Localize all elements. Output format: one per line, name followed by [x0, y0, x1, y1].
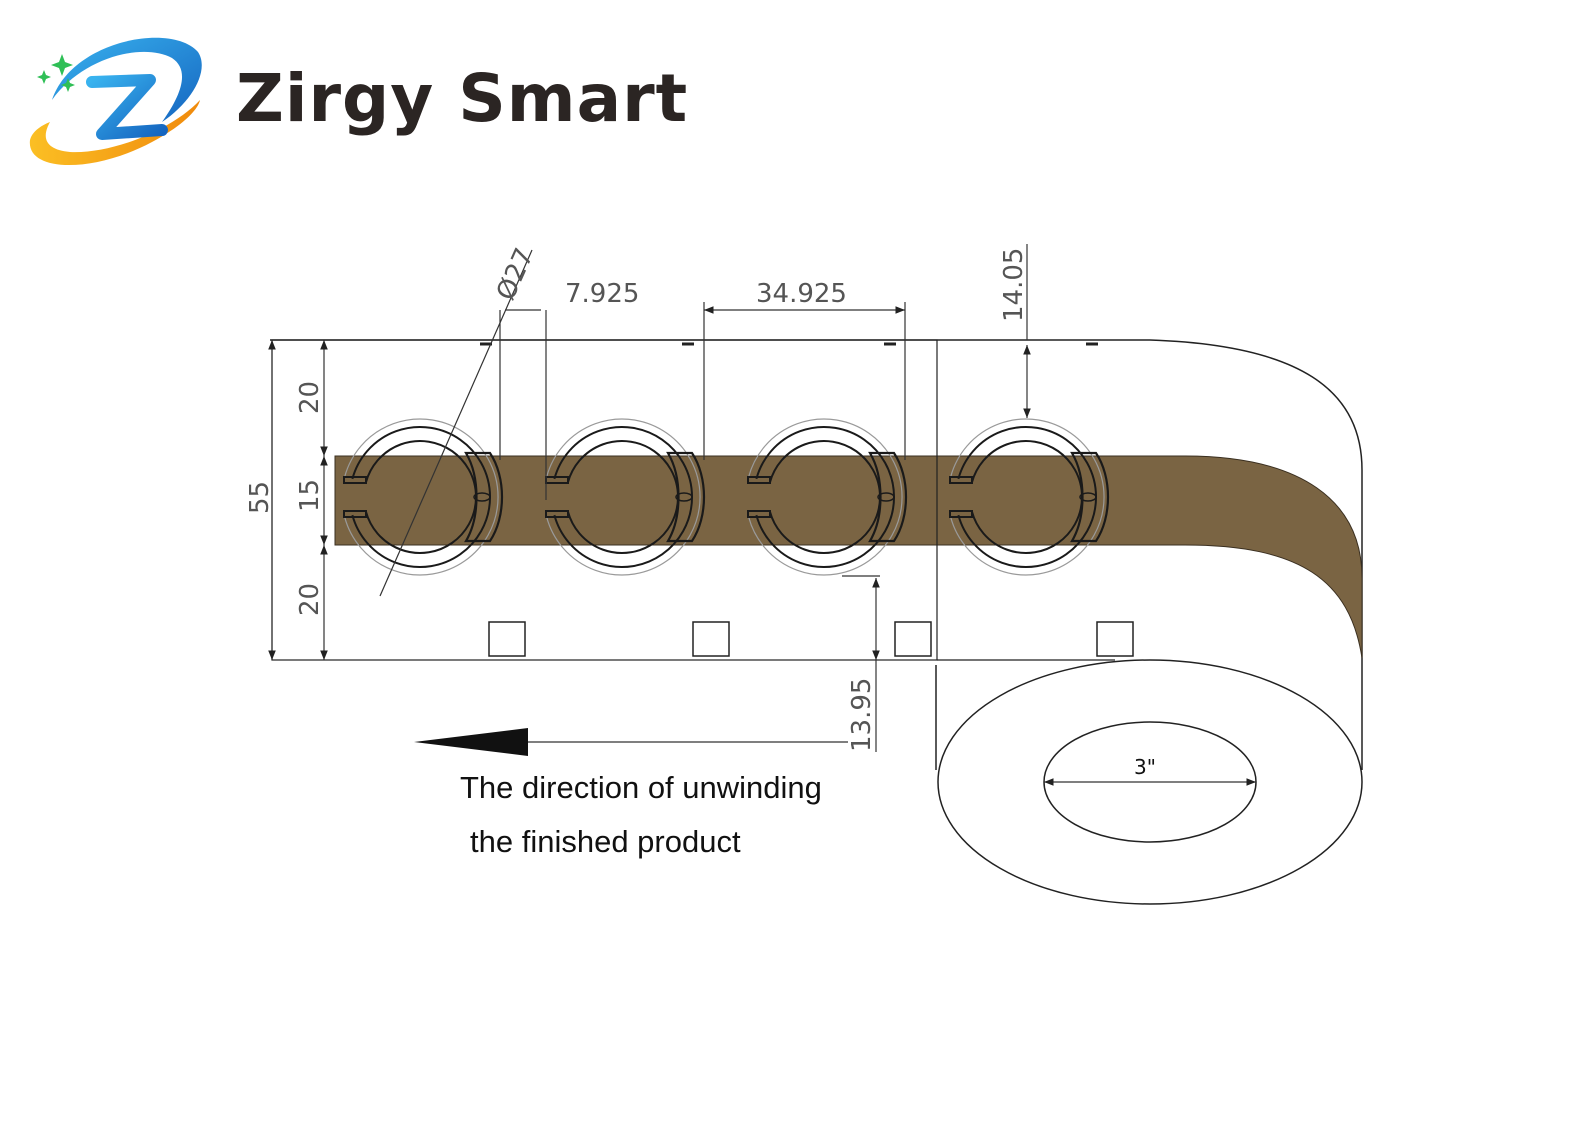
dim-diameter: Ø27 — [491, 244, 540, 305]
adhesive-strip — [334, 455, 1363, 659]
dim-top-margin: 20 — [295, 381, 325, 414]
rfid-ring — [545, 418, 706, 576]
caption-line-2: the finished product — [470, 824, 741, 859]
roll-face — [937, 659, 1363, 905]
dim-top-offset: 14.05 — [999, 248, 1029, 322]
caption-line-1: The direction of unwinding — [460, 770, 822, 805]
zirgy-logo-icon — [29, 37, 202, 166]
brand-header — [22, 22, 722, 182]
marker-squares — [488, 621, 1134, 657]
marker-square — [894, 621, 932, 657]
dim-strip-width: 15 — [295, 479, 325, 512]
rfid-ring — [343, 418, 504, 576]
brand-name: Zirgy Smart — [236, 60, 689, 137]
roll — [270, 339, 1363, 905]
dim-total-width: 55 — [245, 481, 275, 514]
marker-square — [488, 621, 526, 657]
unwind-direction-arrow — [414, 728, 848, 756]
dim-bottom-offset: 13.95 — [847, 678, 877, 752]
rfid-rings — [343, 418, 1110, 576]
marker-square — [1096, 621, 1134, 657]
dim-bottom-margin: 20 — [295, 583, 325, 616]
marker-square — [692, 621, 730, 657]
dim-pitch-large: 34.925 — [756, 279, 847, 309]
rfid-ring — [747, 418, 908, 576]
dim-core: 3" — [1134, 755, 1156, 779]
dim-pitch-small: 7.925 — [565, 279, 639, 309]
rfid-ring — [949, 418, 1110, 576]
